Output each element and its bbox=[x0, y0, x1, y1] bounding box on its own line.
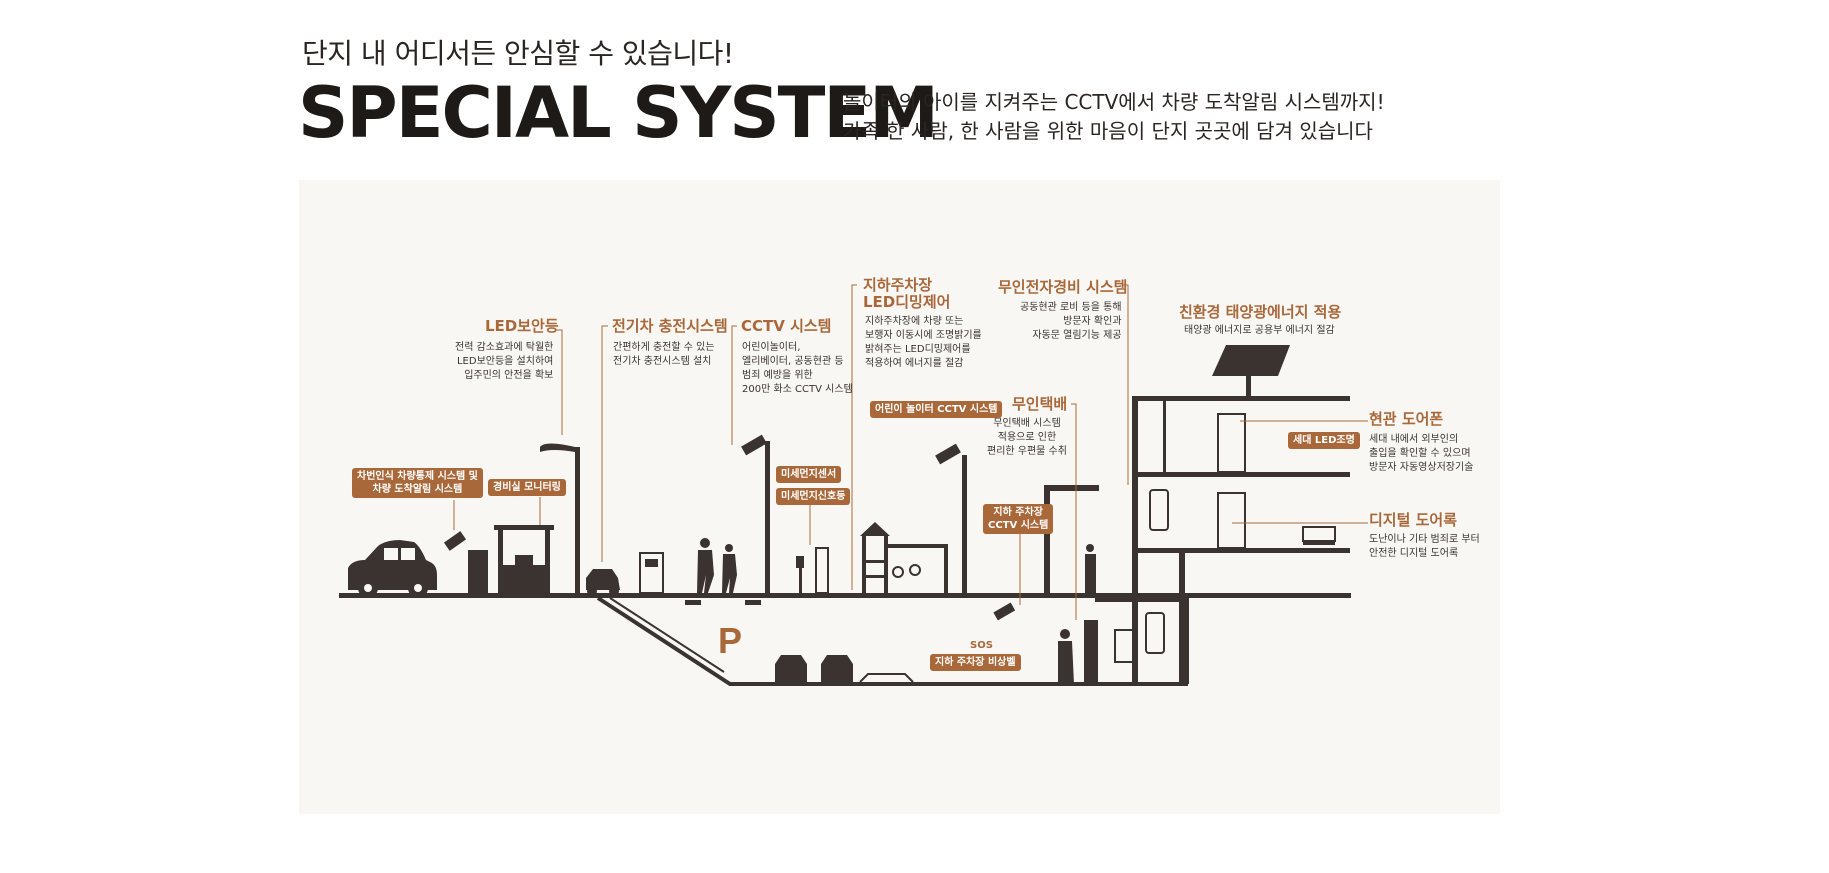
lobby-door bbox=[1114, 629, 1138, 663]
car-icon bbox=[348, 540, 437, 598]
tag-line: 차량 도착알림 시스템 bbox=[372, 484, 463, 495]
desc-line: 전력 감소효과에 탁월한 bbox=[455, 342, 554, 353]
desc-line: 입주민의 안전을 확보 bbox=[464, 370, 554, 381]
desc-line: 출입을 확인할 수 있으며 bbox=[1369, 448, 1471, 459]
unmanned-security-desc: 공동현관 로비 등을 통해 방문자 확인과 자동문 열림기능 제공 bbox=[1020, 301, 1122, 343]
delivery-person-icon bbox=[1058, 620, 1098, 684]
playground-cctv-icon bbox=[935, 443, 967, 593]
desc-line: 무인택배 시스템 bbox=[993, 418, 1061, 429]
plate-recognition-tag: 차번인식 차량통제 시스템 및 차량 도착알림 시스템 bbox=[352, 468, 483, 498]
delivery-desc: 무인택배 시스템 적용으로 인한 편리한 우편물 수취 bbox=[987, 417, 1067, 459]
desc-line: 보행자 이동시에 조명밝기를 bbox=[865, 330, 982, 341]
desc-line: 공동현관 로비 등을 통해 bbox=[1020, 302, 1122, 313]
led-streetlight-icon bbox=[540, 443, 580, 593]
parking-led-title: 지하주차장 LED디밍제어 bbox=[863, 276, 951, 312]
fine-dust-sensor-icon bbox=[815, 547, 829, 594]
page-subtitle: 놀이터의 아이를 지켜주는 CCTV에서 차량 도착알림 시스템까지! 가족 한… bbox=[843, 88, 1385, 146]
fine-dust-sensor-tag: 미세먼지센서 bbox=[776, 466, 842, 483]
leader-lines bbox=[453, 284, 1368, 620]
illustration-panel bbox=[299, 180, 1500, 814]
page-title: SPECIAL SYSTEM bbox=[298, 72, 939, 154]
ramp-inner-line bbox=[609, 597, 725, 673]
underground-ramp bbox=[596, 596, 1188, 686]
desc-line: 적용하여 에너지를 절감 bbox=[865, 358, 964, 369]
ev-charging-title: 전기차 충전시스템 bbox=[612, 317, 728, 335]
tag-line: 지하 주차장 bbox=[993, 507, 1043, 518]
cctv-pole-icon bbox=[741, 434, 770, 593]
desc-line: 편리한 우편물 수취 bbox=[987, 446, 1067, 457]
door-upper bbox=[1217, 413, 1246, 473]
parking-stop bbox=[859, 673, 914, 683]
parking-led-desc: 지하주차장에 차량 또는 보행자 이동시에 조명밝기를 밝혀주는 LED디밍제어… bbox=[865, 315, 982, 371]
led-security-desc: 전력 감소효과에 탁월한 LED보안등을 설치하여 입주민의 안전을 확보 bbox=[455, 341, 553, 383]
ground-line bbox=[339, 593, 1351, 598]
title-line: LED디밍제어 bbox=[863, 293, 951, 312]
elevator-upper bbox=[1149, 489, 1169, 531]
resident-icon bbox=[1085, 544, 1096, 593]
plate-camera-icon bbox=[443, 531, 488, 593]
desc-line: 태양광 에너지로 공용부 에너지 절감 bbox=[1184, 325, 1335, 336]
desc-line: 전기차 충전시스템 설치 bbox=[613, 356, 712, 367]
tag-line: 차번인식 차량통제 시스템 및 bbox=[357, 471, 478, 482]
desc-line: 범죄 예방을 위한 bbox=[742, 370, 813, 381]
solar-desc: 태양광 에너지로 공용부 에너지 절감 bbox=[1184, 324, 1335, 338]
desc-line: 200만 화소 CCTV 시스템 bbox=[742, 384, 853, 395]
desc-line: 엘리베이터, 공동현관 등 bbox=[742, 356, 844, 367]
desc-line: 안전한 디지털 도어록 bbox=[1369, 548, 1459, 559]
bed-icon bbox=[1302, 526, 1336, 545]
desc-line: 간편하게 충전할 수 있는 bbox=[613, 342, 715, 353]
cctv-desc: 어린이놀이터, 엘리베이터, 공동현관 등 범죄 예방을 위한 200만 화소 … bbox=[742, 341, 853, 397]
tag-line: CCTV 시스템 bbox=[988, 520, 1049, 531]
ceiling-light-icon bbox=[685, 600, 761, 605]
pedestrians-icon bbox=[697, 538, 737, 593]
digital-lock-title: 디지털 도어록 bbox=[1369, 511, 1458, 529]
sos-label: SOS bbox=[970, 640, 993, 651]
section-kicker: 단지 내 어디서든 안심할 수 있습니다! bbox=[302, 37, 734, 70]
parking-sign-icon: P bbox=[718, 620, 743, 661]
desc-line: 어린이놀이터, bbox=[742, 342, 801, 353]
playground-icon bbox=[860, 522, 948, 593]
desc-line: 방문자 자동영상저장기술 bbox=[1369, 462, 1474, 473]
subtitle-line-2: 가족 한 사람, 한 사람을 위한 마음이 단지 곳곳에 담겨 있습니다 bbox=[843, 119, 1373, 143]
parking-cars-icon bbox=[775, 655, 853, 682]
entrance-phone-desc: 세대 내에서 외부인의 출입을 확인할 수 있으며 방문자 자동영상저장기술 bbox=[1369, 433, 1473, 475]
ev-charging-desc: 간편하게 충전할 수 있는 전기차 충전시스템 설치 bbox=[613, 341, 715, 369]
digital-lock-desc: 도난이나 기타 범죄로 부터 안전한 디지털 도어록 bbox=[1369, 533, 1480, 561]
guard-monitoring-tag: 경비실 모니터링 bbox=[488, 479, 566, 496]
parking-cctv-tag: 지하 주차장 CCTV 시스템 bbox=[983, 504, 1054, 534]
delivery-title: 무인택배 bbox=[1012, 395, 1068, 413]
ev-charger-icon bbox=[639, 552, 664, 594]
desc-line: 적용으로 인한 bbox=[997, 432, 1057, 443]
subtitle-line-1: 놀이터의 아이를 지켜주는 CCTV에서 차량 도착알림 시스템까지! bbox=[843, 90, 1385, 114]
household-led-tag: 세대 LED조명 bbox=[1288, 432, 1360, 449]
desc-line: 자동문 열림기능 제공 bbox=[1032, 330, 1122, 341]
solar-panel-icon bbox=[1212, 345, 1290, 396]
parking-emergency-bell-tag: 지하 주차장 비상벨 bbox=[930, 654, 1021, 671]
led-security-title: LED보안등 bbox=[485, 317, 559, 335]
ev-car-icon bbox=[586, 569, 620, 596]
playground-cctv-tag: 어린이 놀이터 CCTV 시스템 bbox=[870, 401, 1003, 418]
desc-line: 지하주차장에 차량 또는 bbox=[865, 316, 964, 327]
desc-line: 밝혀주는 LED디밍제어를 bbox=[865, 344, 971, 355]
desc-line: 방문자 확인과 bbox=[1063, 316, 1122, 327]
entrance-phone-title: 현관 도어폰 bbox=[1369, 410, 1444, 428]
guard-house-icon bbox=[494, 525, 554, 593]
apartment-building-icon bbox=[1044, 396, 1350, 684]
door-middle bbox=[1217, 492, 1246, 549]
title-line: 지하주차장 bbox=[863, 276, 933, 294]
desc-line: 도난이나 기타 범죄로 부터 bbox=[1369, 534, 1480, 545]
solar-title: 친환경 태양광에너지 적용 bbox=[1179, 303, 1342, 321]
fine-dust-signal-icon bbox=[796, 556, 804, 593]
fine-dust-signal-tag: 미세먼지신호등 bbox=[776, 488, 851, 505]
desc-line: LED보안등을 설치하여 bbox=[456, 356, 554, 367]
elevator-lower bbox=[1145, 612, 1165, 654]
desc-line: 세대 내에서 외부인의 bbox=[1369, 434, 1459, 445]
underground-cctv-icon bbox=[993, 602, 1016, 621]
unmanned-security-title: 무인전자경비 시스템 bbox=[998, 278, 1128, 296]
cctv-title: CCTV 시스템 bbox=[741, 317, 832, 335]
